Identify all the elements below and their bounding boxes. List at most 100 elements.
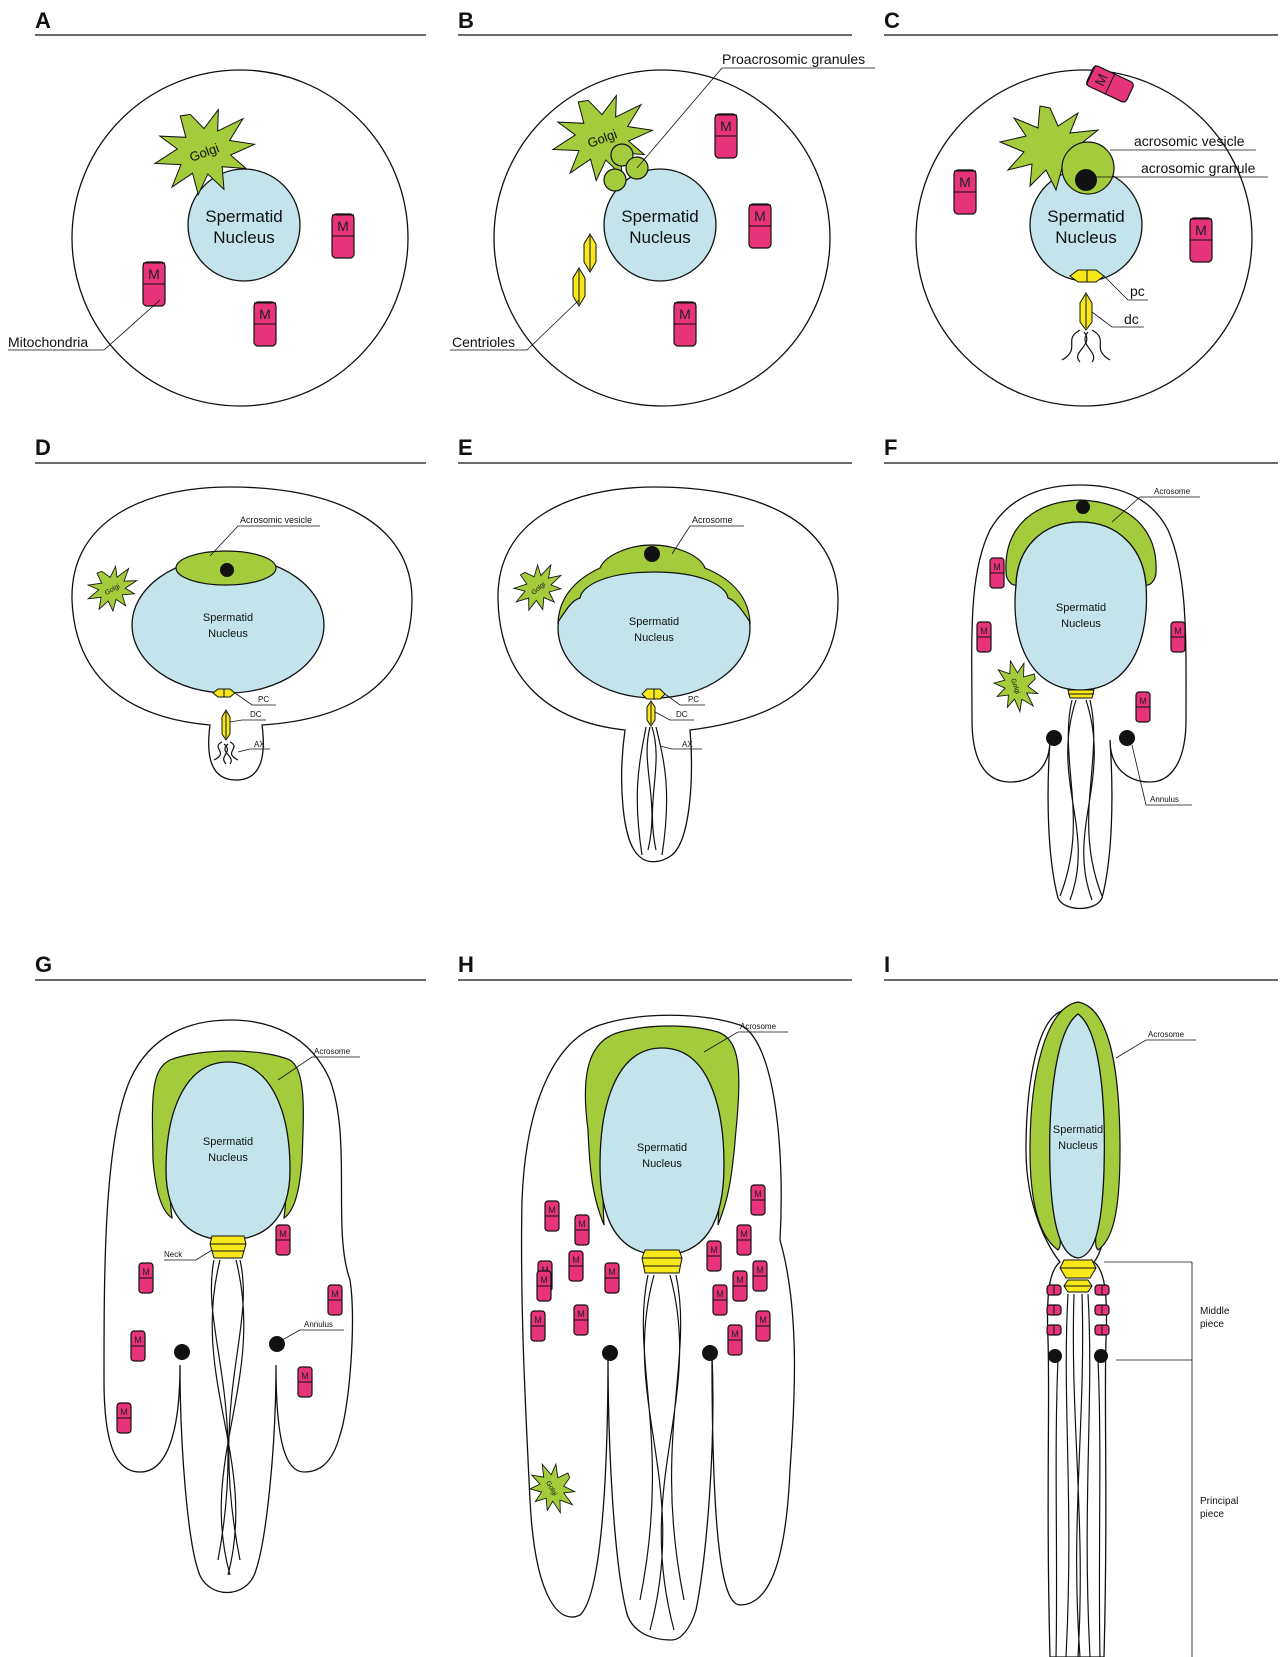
neck-centriole-icon xyxy=(210,1236,246,1258)
mitochondrion-icon: M xyxy=(332,214,354,258)
nucleus-label-line2: Nucleus xyxy=(642,1158,682,1170)
proximal-centriole-icon xyxy=(1070,270,1104,282)
nucleus-label-line1: Spermatid xyxy=(203,612,253,624)
nucleus-label-line1: Spermatid xyxy=(1056,602,1106,614)
mitochondrion-icon: M xyxy=(990,558,1004,588)
mitochondrion-icon: M xyxy=(954,170,976,214)
mito-label: M xyxy=(301,1371,309,1381)
nucleus-label-line1: Spermatid xyxy=(1047,207,1124,226)
acrosome-label: Acrosome xyxy=(692,515,733,525)
pc-label: PC xyxy=(688,695,699,704)
panel-f: Spermatid Nucleus Acrosome M M M M Golgi… xyxy=(972,485,1200,909)
principal-piece-label-line1: Principal xyxy=(1200,1496,1238,1507)
pc-label: PC xyxy=(258,695,269,704)
acrosomic-granule xyxy=(644,546,660,562)
nucleus-label-line1: Spermatid xyxy=(203,1136,253,1148)
mito-label: M xyxy=(534,1315,542,1325)
mitochondrion-icon: M xyxy=(737,1225,751,1255)
acrosome-label: Acrosome xyxy=(314,1047,351,1056)
neck-label: Neck xyxy=(164,1250,183,1259)
panel-e: Spermatid Nucleus Acrosome Golgi PC DC A… xyxy=(498,487,838,862)
mito-label: M xyxy=(134,1335,142,1345)
mito-label: M xyxy=(754,208,766,224)
mito-label: M xyxy=(548,1205,556,1215)
proacrosomic-granules-label: Proacrosomic granules xyxy=(722,51,865,67)
acrosome-label: Acrosome xyxy=(740,1022,777,1031)
panel-i: Spermatid Nucleus Acrosome Middle piece … xyxy=(1026,1002,1238,1657)
panel-b: Spermatid Nucleus Golgi Proacrosomic gra… xyxy=(450,51,875,406)
mito-label: M xyxy=(759,1315,767,1325)
mito-label: M xyxy=(716,1289,724,1299)
mitochondrion-icon: M xyxy=(531,1311,545,1341)
mitochondrion-icon: M xyxy=(977,622,991,652)
acrosomic-vesicle-label: Acrosomic vesicle xyxy=(240,515,312,525)
mitochondrion-icon: M xyxy=(254,302,276,346)
ax-label: AX xyxy=(682,740,693,749)
mitochondrion-icon: M xyxy=(328,1285,342,1315)
mito-label: M xyxy=(331,1289,339,1299)
nucleus-label-line2: Nucleus xyxy=(629,228,690,247)
mito-label: M xyxy=(608,1267,616,1277)
distal-centriole-icon xyxy=(647,701,655,726)
mitochondrion-icon: M xyxy=(756,1311,770,1341)
panel-h: Spermatid Nucleus Acrosome M M M M M M M… xyxy=(521,1015,795,1640)
panel-g: Spermatid Nucleus Acrosome Neck Annulus … xyxy=(104,1020,360,1593)
mitochondrion-icon: M xyxy=(117,1403,131,1433)
panel-c: Spermatid Nucleus acrosomic vesicle acro… xyxy=(916,65,1268,406)
mitochondrion-icon: M xyxy=(575,1215,589,1245)
mito-label: M xyxy=(679,306,691,322)
mitochondrion-icon: M xyxy=(298,1367,312,1397)
proximal-centriole-icon xyxy=(213,689,235,697)
nucleus-label-line2: Nucleus xyxy=(208,1152,248,1164)
mitochondrion-icon: M xyxy=(545,1201,559,1231)
mito-label: M xyxy=(142,1267,150,1277)
mito-label: M xyxy=(540,1275,548,1285)
neck-centriole-icon xyxy=(642,1250,682,1273)
annulus xyxy=(1046,730,1062,746)
mitochondrion-icon: M xyxy=(707,1241,721,1271)
mito-label: M xyxy=(577,1309,585,1319)
panel-a: Spermatid Nucleus Golgi M M M Mitochondr… xyxy=(8,70,408,406)
panel-letter-b: B xyxy=(458,8,474,33)
annulus xyxy=(702,1345,718,1361)
panel-letter-g: G xyxy=(35,952,52,977)
mito-label: M xyxy=(337,218,349,234)
acrosomic-granule xyxy=(1075,169,1097,191)
centrioles-label: Centrioles xyxy=(452,334,515,350)
mito-label: M xyxy=(993,562,1001,572)
dc-label: DC xyxy=(676,710,688,719)
pc-label: pc xyxy=(1130,283,1145,299)
mito-label: M xyxy=(120,1407,128,1417)
annulus-label: Annulus xyxy=(304,1320,333,1329)
nucleus-label-line2: Nucleus xyxy=(634,632,674,644)
mitochondrion-icon: M xyxy=(131,1331,145,1361)
annulus xyxy=(1048,1349,1062,1363)
acrosomic-granule-label: acrosomic granule xyxy=(1141,160,1256,176)
acrosomic-vesicle-label: acrosomic vesicle xyxy=(1134,133,1245,149)
mito-label: M xyxy=(754,1189,762,1199)
panel-letter-e: E xyxy=(458,435,473,460)
mito-label: M xyxy=(756,1265,764,1275)
annulus xyxy=(1094,1349,1108,1363)
dc-label: dc xyxy=(1124,311,1139,327)
mitochondrion-icon: M xyxy=(751,1185,765,1215)
mito-label: M xyxy=(710,1245,718,1255)
mitochondrion-icon xyxy=(1095,1305,1109,1315)
proximal-centriole-icon xyxy=(642,689,665,699)
mito-label: M xyxy=(736,1275,744,1285)
nucleus-label-line2: Nucleus xyxy=(1061,618,1101,630)
mitochondrion-icon: M xyxy=(276,1225,290,1255)
nucleus-label-line1: Spermatid xyxy=(1053,1124,1103,1136)
mito-label: M xyxy=(1174,626,1182,636)
mito-label: M xyxy=(1195,222,1207,238)
mitochondrion-icon: M xyxy=(674,302,696,346)
mito-label: M xyxy=(740,1229,748,1239)
dc-label: DC xyxy=(250,710,262,719)
mitochondrion-icon: M xyxy=(139,1263,153,1293)
centriole-icon xyxy=(1064,1280,1092,1292)
annulus xyxy=(269,1336,285,1352)
annulus xyxy=(1119,730,1135,746)
acrosomic-granule xyxy=(220,563,234,577)
mitochondrion-icon: M xyxy=(1136,692,1150,722)
